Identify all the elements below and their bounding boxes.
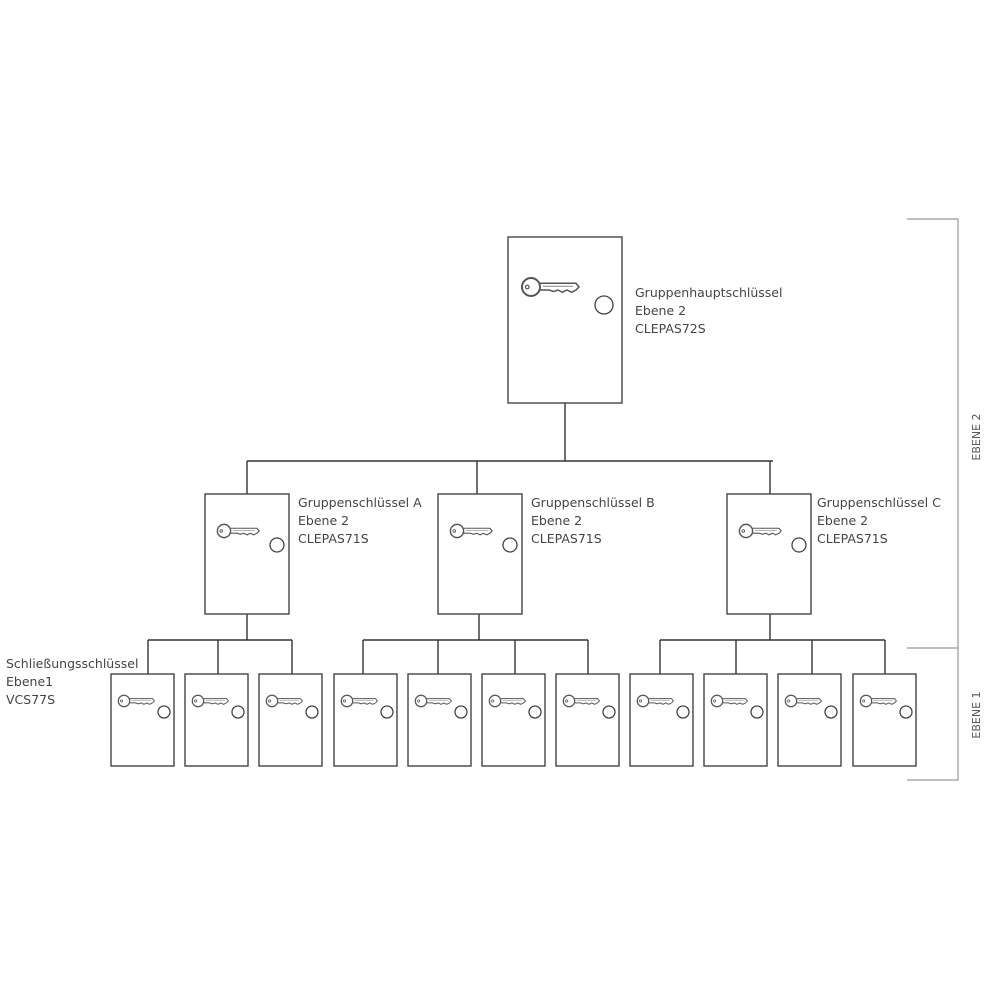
cabinet-box (555, 673, 620, 767)
group-key-code: CLEPAS71S (817, 531, 888, 546)
level-bracket (907, 218, 959, 781)
cabinet-box (481, 673, 546, 767)
level-1-label: EBENE 1 (970, 691, 983, 738)
level-2-label: EBENE 2 (970, 413, 983, 460)
master-key-label: Gruppenhauptschlüssel Ebene 2 CLEPAS72S (635, 285, 782, 336)
cabinet-box (204, 493, 290, 615)
lock-cylinder-icon (528, 705, 542, 719)
locking-key-box (629, 673, 694, 767)
locking-key-name: Schließungsschlüssel (6, 656, 138, 671)
cabinet-box (629, 673, 694, 767)
group-key-code: CLEPAS71S (298, 531, 369, 546)
group-key-box (204, 493, 290, 615)
lock-cylinder-icon (502, 537, 518, 553)
group-key-name: Gruppenschlüssel A (298, 495, 422, 510)
locking-key-box (777, 673, 842, 767)
group-key-c-label: Gruppenschlüssel C Ebene 2 CLEPAS71S (817, 495, 941, 546)
group-key-code: CLEPAS71S (531, 531, 602, 546)
group-key-name: Gruppenschlüssel B (531, 495, 655, 510)
cabinet-box (726, 493, 812, 615)
lock-cylinder-icon (380, 705, 394, 719)
locking-key-box (703, 673, 768, 767)
cabinet-box (777, 673, 842, 767)
locking-key-label: Schließungsschlüssel Ebene1 VCS77S (6, 656, 138, 707)
group-key-b-label: Gruppenschlüssel B Ebene 2 CLEPAS71S (531, 495, 655, 546)
locking-key-code: VCS77S (6, 692, 55, 707)
lock-cylinder-icon (269, 537, 285, 553)
group-key-name: Gruppenschlüssel C (817, 495, 941, 510)
cabinet-box (184, 673, 249, 767)
cabinet-box (852, 673, 917, 767)
group-key-level: Ebene 2 (531, 513, 582, 528)
group-key-box (437, 493, 523, 615)
cabinet-box (507, 236, 623, 404)
cabinet-box (407, 673, 472, 767)
group-key-a-label: Gruppenschlüssel A Ebene 2 CLEPAS71S (298, 495, 422, 546)
lock-cylinder-icon (899, 705, 913, 719)
locking-key-level: Ebene1 (6, 674, 53, 689)
lock-cylinder-icon (791, 537, 807, 553)
locking-key-box (184, 673, 249, 767)
connector-lines (147, 403, 886, 674)
cabinet-box (703, 673, 768, 767)
locking-key-box (481, 673, 546, 767)
locking-key-box (258, 673, 323, 767)
group-key-level: Ebene 2 (817, 513, 868, 528)
master-key-box (507, 236, 623, 404)
lock-cylinder-icon (231, 705, 245, 719)
locking-key-box (333, 673, 398, 767)
locking-key-box (407, 673, 472, 767)
lock-cylinder-icon (602, 705, 616, 719)
locking-key-box (555, 673, 620, 767)
cabinet-box (110, 673, 175, 767)
lock-cylinder-icon (594, 295, 614, 315)
group-key-box (726, 493, 812, 615)
cabinet-box (258, 673, 323, 767)
lock-cylinder-icon (676, 705, 690, 719)
cabinet-box (333, 673, 398, 767)
lock-cylinder-icon (750, 705, 764, 719)
lock-cylinder-icon (454, 705, 468, 719)
lock-cylinder-icon (824, 705, 838, 719)
locking-key-box (110, 673, 175, 767)
master-key-level: Ebene 2 (635, 303, 686, 318)
key-boxes (110, 236, 917, 767)
master-key-name: Gruppenhauptschlüssel (635, 285, 782, 300)
lock-cylinder-icon (157, 705, 171, 719)
cabinet-box (437, 493, 523, 615)
master-key-code: CLEPAS72S (635, 321, 706, 336)
lock-cylinder-icon (305, 705, 319, 719)
group-key-level: Ebene 2 (298, 513, 349, 528)
locking-key-box (852, 673, 917, 767)
